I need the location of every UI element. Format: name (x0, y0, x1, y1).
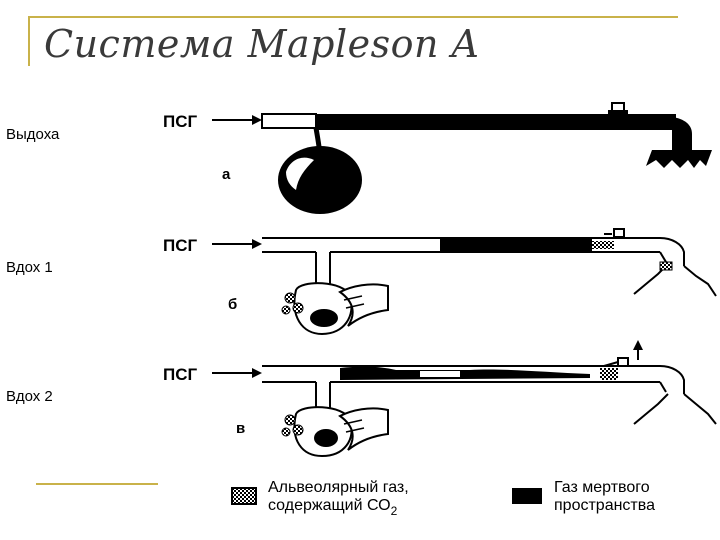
fresh-gas-arrow-b (212, 239, 262, 249)
phase-label-exhale: Выдоха (6, 126, 60, 143)
legend-alveolar-line2-text: содержащий СО (268, 497, 391, 514)
apl-valve-b (604, 228, 625, 238)
legend-swatch-alveolar (231, 487, 257, 505)
title-frame-left (28, 16, 30, 66)
hand-c (338, 407, 389, 451)
bag-neck-c (315, 382, 331, 410)
fresh-gas-label-b: ПСГ (163, 236, 197, 255)
legend-swatch-deadspace (512, 488, 542, 504)
reservoir-bag-a (278, 146, 362, 214)
face-mask-a (646, 116, 712, 168)
legend-deadspace: Газ мертвого пространства (512, 479, 655, 514)
alveolar-gas-c (600, 368, 618, 380)
face-mask-b (633, 261, 717, 297)
panel-c: ПСГ (163, 340, 717, 458)
footer-accent-line (36, 483, 158, 485)
panel-letter-c: в (236, 420, 245, 437)
legend: Альвеолярный газ, содержащий СО2 Газ мер… (231, 479, 655, 518)
hand-b (338, 283, 389, 327)
legend-alveolar-line2: содержащий СО2 (268, 497, 398, 518)
legend-alveolar-line1: Альвеолярный газ, (268, 479, 409, 496)
phase-label-inhale-1: Вдох 1 (6, 259, 53, 276)
fresh-gas-arrow-a (212, 115, 262, 125)
squeezed-bag-b (281, 282, 353, 336)
face-mask-c (633, 393, 717, 425)
fresh-gas-arrow-c (212, 368, 262, 378)
alveolar-gas-b (592, 241, 614, 249)
fresh-gas-label-a: ПСГ (163, 112, 197, 131)
title-frame-top (28, 16, 678, 18)
panel-a: ПСГ а (163, 102, 712, 214)
deadspace-gas-c (340, 366, 590, 380)
panel-letter-a: а (222, 166, 231, 183)
apl-valve-c-open (603, 340, 643, 367)
phase-label-inhale-2: Вдох 2 (6, 388, 53, 405)
legend-alveolar-subscript: 2 (391, 504, 398, 518)
apl-valve-a (608, 102, 628, 115)
tube-segment-a-inlet (261, 113, 317, 129)
squeezed-bag-c (281, 406, 353, 458)
legend-alveolar: Альвеолярный газ, содержащий СО2 (231, 479, 409, 518)
legend-deadspace-line1: Газ мертвого (554, 479, 650, 496)
panel-letter-b: б (228, 296, 237, 313)
slide-title: Система Mapleson A (44, 22, 480, 66)
bag-neck-b (315, 252, 331, 286)
corrugated-tube-a (316, 114, 676, 130)
fresh-gas-label-c: ПСГ (163, 365, 197, 384)
deadspace-gas-b (440, 239, 592, 251)
legend-deadspace-line2: пространства (554, 497, 655, 514)
panel-b: ПСГ б (163, 228, 717, 336)
